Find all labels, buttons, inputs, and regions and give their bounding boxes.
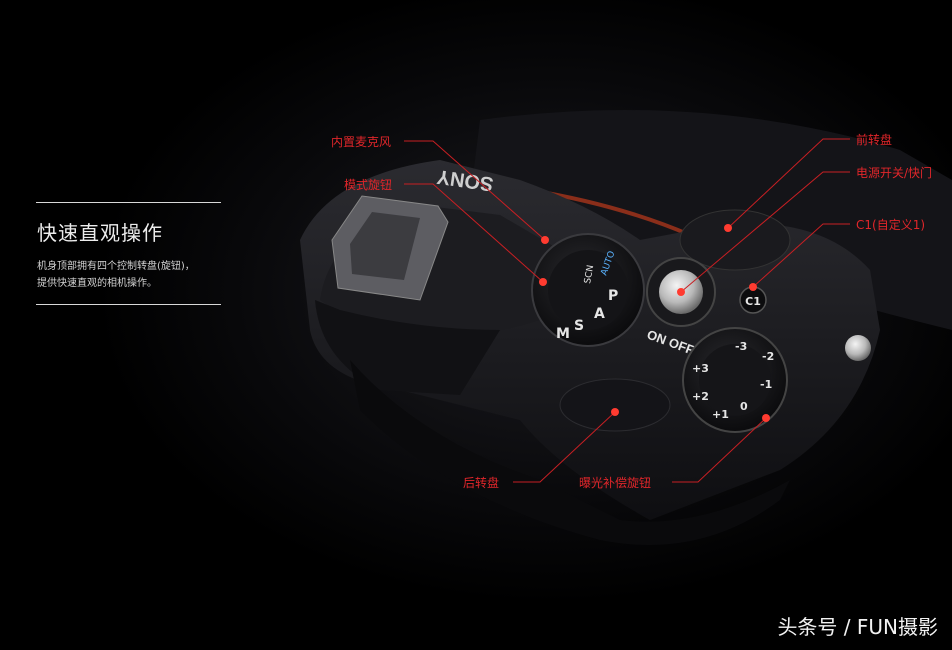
- ev-mark: +2: [692, 390, 709, 403]
- mode-letter: A: [594, 306, 605, 322]
- mode-letter: P: [608, 288, 618, 304]
- bottom-divider: [36, 304, 221, 305]
- front-dial-leader: [727, 138, 850, 229]
- mode-letter: S: [574, 318, 584, 334]
- mic-dot: [541, 236, 549, 244]
- ev-mark: -1: [760, 378, 772, 391]
- ev-mark: +3: [692, 362, 709, 375]
- c1-dot: [749, 283, 757, 291]
- top-divider: [36, 202, 221, 203]
- callout-rear-dial: 后转盘: [463, 476, 500, 490]
- intro-title: 快速直观操作: [37, 221, 163, 245]
- callout-mic: 内置麦克风: [331, 135, 392, 149]
- ev-mark: -3: [735, 340, 747, 353]
- front-dial: [679, 209, 791, 271]
- c1-button-label: C1: [745, 295, 761, 308]
- mode-dial-leader: [404, 183, 544, 283]
- rear-dial-dot: [611, 408, 619, 416]
- callout-mode-dial: 模式旋钮: [344, 178, 393, 192]
- mode-scn: SCN: [583, 264, 596, 284]
- ev-mark: +1: [712, 408, 729, 421]
- exposure-comp-dot: [762, 414, 770, 422]
- c1-leader: [752, 223, 850, 288]
- mode-dial-dot: [539, 278, 547, 286]
- power-dot: [677, 288, 685, 296]
- callout-c1: C1(自定义1): [856, 218, 926, 232]
- watermark: 头条号 / FUN摄影: [777, 615, 938, 639]
- intro-description-line: 机身顶部拥有四个控制转盘(旋钮)，: [37, 261, 195, 272]
- front-dial-dot: [724, 224, 732, 232]
- rear-dial: [559, 378, 671, 432]
- callout-exposure-comp: 曝光补偿旋钮: [579, 476, 652, 490]
- ev-mark: 0: [740, 400, 748, 413]
- exposure-comp-leader: [672, 417, 767, 483]
- intro-description: 机身顶部拥有四个控制转盘(旋钮)， 提供快速直观的相机操作。: [37, 258, 221, 292]
- strap-lug: [845, 335, 871, 361]
- intro-description-line: 提供快速直观的相机操作。: [37, 278, 157, 289]
- callout-front-dial: 前转盘: [856, 133, 893, 147]
- power-leader: [680, 171, 850, 293]
- mic-leader: [404, 140, 546, 241]
- mode-letter: M: [556, 326, 570, 342]
- intro-block: 快速直观操作 机身顶部拥有四个控制转盘(旋钮)， 提供快速直观的相机操作。: [36, 202, 221, 305]
- rear-dial-leader: [513, 411, 616, 483]
- callout-power: 电源开关/快门: [856, 166, 933, 180]
- ev-mark: -2: [762, 350, 774, 363]
